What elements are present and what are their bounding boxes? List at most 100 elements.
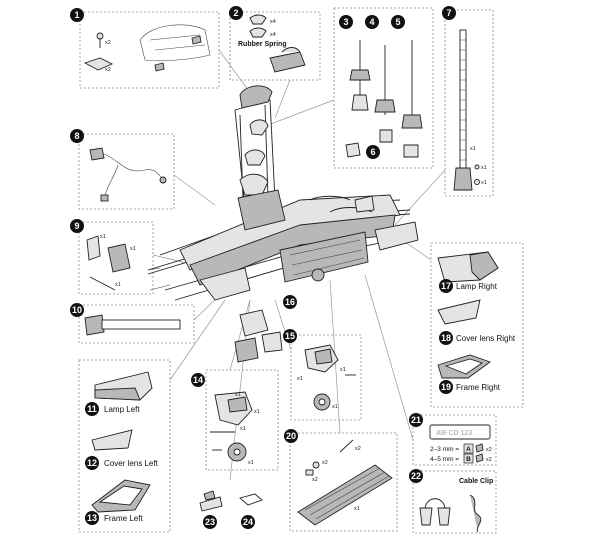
svg-text:21: 21 xyxy=(411,415,421,425)
qty-15a: x1 xyxy=(297,376,303,382)
qty-20a: x2 xyxy=(322,460,328,466)
label-frame-left: Frame Left xyxy=(104,514,143,523)
svg-text:13: 13 xyxy=(87,513,97,523)
badge-12: 12 xyxy=(85,456,99,470)
label-lamp-right: Lamp Right xyxy=(456,282,498,291)
part-18-cover-lens-right xyxy=(437,299,481,325)
parts-3-6-wheel-arms xyxy=(345,40,423,158)
svg-text:6: 6 xyxy=(370,147,375,157)
badge-16: 16 xyxy=(283,295,297,309)
svg-text:23: 23 xyxy=(205,517,215,527)
qty-15b: x1 xyxy=(340,367,346,373)
badge-2: 2 xyxy=(229,6,243,20)
svg-text:16: 16 xyxy=(285,297,295,307)
qty-1a: x2 xyxy=(105,40,111,46)
badge-8: 8 xyxy=(70,129,84,143)
svg-text:1: 1 xyxy=(74,10,79,20)
badge-19: 19 xyxy=(439,380,453,394)
qty-14a: x1 xyxy=(235,392,241,398)
svg-text:22: 22 xyxy=(411,471,421,481)
svg-text:2: 2 xyxy=(233,8,238,18)
badge-1: 1 xyxy=(70,8,84,22)
spacer-row-a: 2–3 mm = xyxy=(430,446,459,453)
qty-2a: x4 xyxy=(270,19,276,25)
label-cover-lens-right: Cover lens Right xyxy=(456,334,516,343)
badge-18: 18 xyxy=(439,331,453,345)
qty-14d: x1 xyxy=(248,460,254,466)
part-24-key xyxy=(239,493,263,506)
svg-text:14: 14 xyxy=(193,375,203,385)
badge-14: 14 xyxy=(191,373,205,387)
box-part-10 xyxy=(78,304,195,344)
qty-14c: x1 xyxy=(240,426,246,432)
part-19-frame-right xyxy=(437,354,491,379)
label-cover-lens-left: Cover lens Left xyxy=(104,459,159,468)
part-22-cable-clip: Cable Clip xyxy=(419,478,493,533)
spacer-plate-text: AB·CD 123 xyxy=(436,430,472,437)
svg-text:8: 8 xyxy=(74,131,79,141)
qty-9a: x1 xyxy=(100,234,106,240)
svg-text:11: 11 xyxy=(87,404,97,414)
box-part-1 xyxy=(79,11,220,89)
part-10-strap xyxy=(84,314,181,336)
svg-text:12: 12 xyxy=(87,458,97,468)
part-13-frame-left xyxy=(91,479,151,513)
box-part-2 xyxy=(229,11,321,81)
part-23-bolt xyxy=(199,490,223,512)
svg-text:18: 18 xyxy=(441,333,451,343)
qty-20b: x2 xyxy=(312,477,318,483)
badge-17: 17 xyxy=(439,279,453,293)
badge-24: 24 xyxy=(241,515,255,529)
leader-lines xyxy=(152,49,446,481)
svg-text:15: 15 xyxy=(285,331,295,341)
svg-text:17: 17 xyxy=(441,281,451,291)
box-parts-11-13 xyxy=(78,359,171,533)
part-21-spacers: AB·CD 123 2–3 mm = A x2 4–5 mm = B x2 xyxy=(429,424,492,464)
svg-text:19: 19 xyxy=(441,382,451,392)
label-cable-clip: Cable Clip xyxy=(459,478,493,485)
qty-2b: x4 xyxy=(270,32,276,38)
spacer-box-a: A xyxy=(466,446,471,453)
bike-carrier-main xyxy=(147,85,419,301)
part-16-clamp xyxy=(234,309,283,363)
badge-10: 10 xyxy=(70,303,84,317)
part-20-plate-holder: x2 x2 x2 x1 xyxy=(297,439,393,526)
spacer-row-b: 4–5 mm = xyxy=(430,456,459,463)
badge-6: 6 xyxy=(366,145,380,159)
svg-text:24: 24 xyxy=(243,517,253,527)
qty-20c: x2 xyxy=(355,446,361,452)
badge-21: 21 xyxy=(409,413,423,427)
qty-7b: x1 xyxy=(481,165,487,171)
qty-9b: x1 xyxy=(130,246,136,252)
box-part-20 xyxy=(289,432,398,532)
qty-14b: x1 xyxy=(254,409,260,415)
svg-text:20: 20 xyxy=(286,431,296,441)
label-frame-right: Frame Right xyxy=(456,383,501,392)
svg-text:4: 4 xyxy=(369,17,374,27)
part-15-wheel-holder: x1 x1 x1 xyxy=(297,344,356,411)
badge-5: 5 xyxy=(391,15,405,29)
part-14-wheel-holder: x1 x1 x1 x1 xyxy=(210,391,260,466)
box-part-15 xyxy=(290,334,362,421)
part-9-hinge: x1 x1 x1 xyxy=(86,234,136,291)
svg-text:9: 9 xyxy=(74,221,79,231)
box-parts-3-6 xyxy=(333,7,434,169)
badge-20: 20 xyxy=(284,429,298,443)
badge-7: 7 xyxy=(442,6,456,20)
box-part-8 xyxy=(78,133,175,210)
part-12-cover-lens-left xyxy=(91,429,133,451)
badge-11: 11 xyxy=(85,402,99,416)
part-2-rubber-spring: x4 x4 Rubber Spring xyxy=(238,14,306,73)
qty-15c: x1 xyxy=(332,404,338,410)
qty-21b: x2 xyxy=(486,457,492,463)
qty-1b: x2 xyxy=(105,67,111,73)
badge-9: 9 xyxy=(70,219,84,233)
svg-text:7: 7 xyxy=(446,8,451,18)
part-17-lamp-right xyxy=(437,251,499,283)
label-rubber-spring: Rubber Spring xyxy=(238,41,287,48)
badge-22: 22 xyxy=(409,469,423,483)
badge-13: 13 xyxy=(85,511,99,525)
badge-15: 15 xyxy=(283,329,297,343)
badge-4: 4 xyxy=(365,15,379,29)
